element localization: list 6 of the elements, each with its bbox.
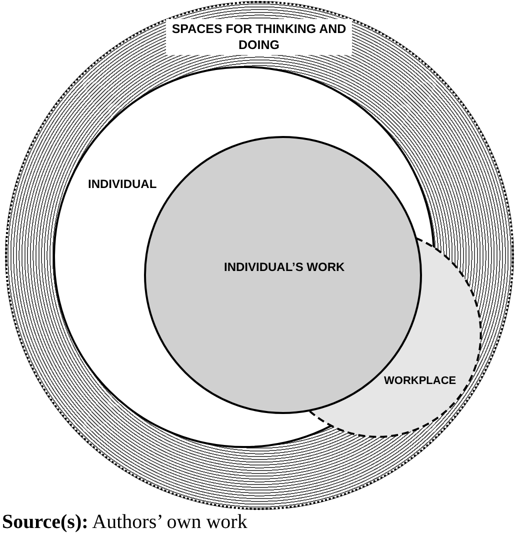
dashed-crescent — [308, 236, 483, 439]
caption: Source(s): Authors’ own work — [2, 510, 248, 534]
ring-label: SPACES FOR THINKING AND DOING — [166, 19, 352, 55]
circle-label: INDIVIDUAL — [88, 177, 157, 191]
circle-label: INDIVIDUAL’S WORK — [224, 259, 345, 275]
circle-label: WORKPLACE — [384, 374, 456, 388]
